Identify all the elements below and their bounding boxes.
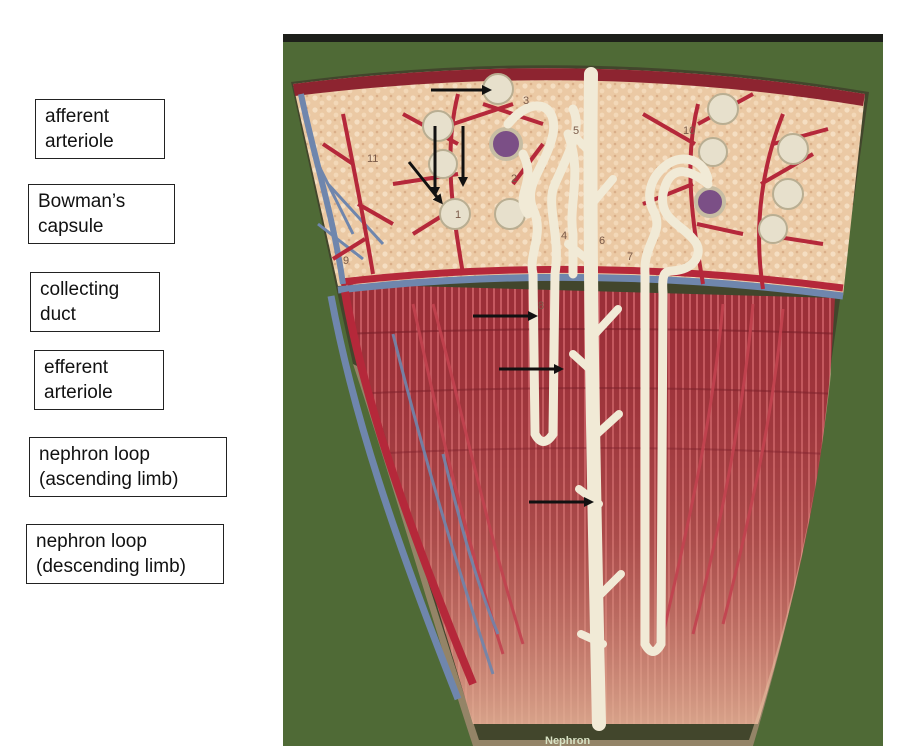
label-nephron-loop-descending[interactable]: nephron loop (descending limb) xyxy=(26,524,224,584)
svg-text:2: 2 xyxy=(511,173,517,185)
model-numbers: 1 2 3 4 5 6 7 8 9 10 11 xyxy=(343,95,695,312)
svg-text:8: 8 xyxy=(538,300,544,312)
arrow-diagonal xyxy=(407,161,443,205)
svg-text:9: 9 xyxy=(343,255,349,267)
svg-text:3: 3 xyxy=(523,95,529,107)
label-efferent-arteriole[interactable]: efferent arteriole xyxy=(34,350,164,410)
svg-text:11: 11 xyxy=(367,153,378,165)
glomeruli xyxy=(422,73,809,244)
nephron-tubules xyxy=(503,101,713,656)
label-nephron-loop-ascending[interactable]: nephron loop (ascending limb) xyxy=(29,437,227,497)
nephron-model-photo: 1 2 3 4 5 6 7 8 9 10 11 Nephron xyxy=(283,34,883,746)
svg-text:1: 1 xyxy=(455,209,461,221)
plate-caption: Nephron xyxy=(545,735,591,746)
svg-text:10: 10 xyxy=(683,125,695,137)
label-collecting-duct[interactable]: collecting duct xyxy=(30,272,160,332)
label-bowmans-capsule[interactable]: Bowman’s capsule xyxy=(28,184,175,244)
collecting-duct xyxy=(564,67,625,731)
svg-text:5: 5 xyxy=(573,125,579,137)
svg-text:7: 7 xyxy=(627,251,633,263)
pointer-arrows xyxy=(407,85,594,507)
label-afferent-arteriole[interactable]: afferent arteriole xyxy=(35,99,165,159)
svg-text:6: 6 xyxy=(599,235,605,247)
svg-text:4: 4 xyxy=(561,230,567,242)
